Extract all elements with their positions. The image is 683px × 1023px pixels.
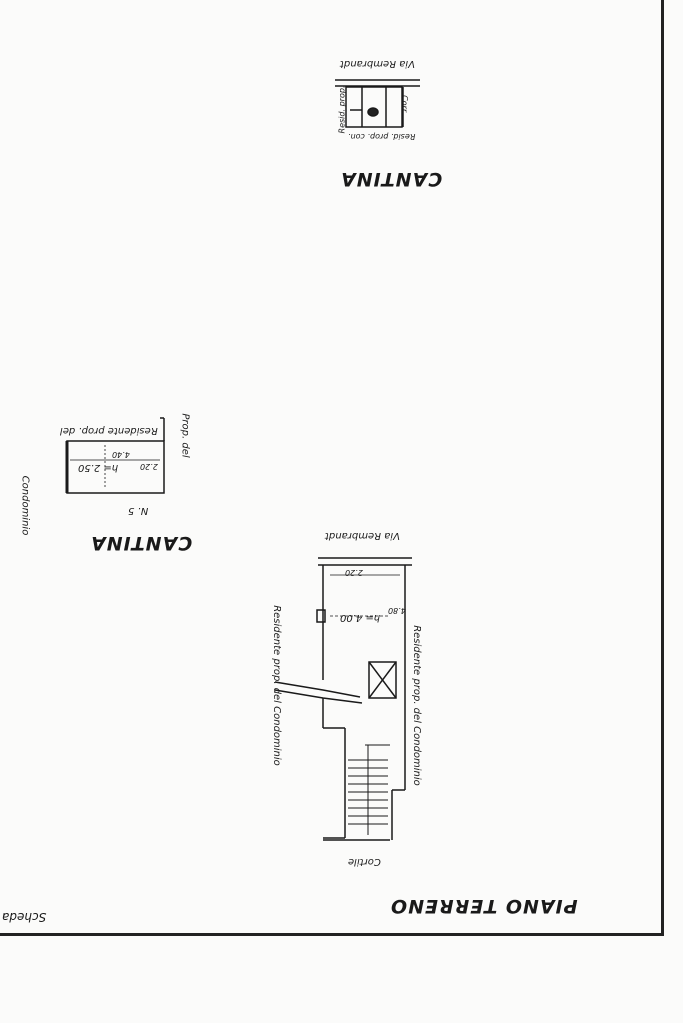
dim-bottom-b-label: 2.20 <box>345 568 363 577</box>
corr-top-label: Corr. <box>399 95 409 114</box>
via-top-label: Via Rembrandt <box>340 58 415 69</box>
resid-top-label: Resid. prop. con. <box>348 132 416 141</box>
h-bottom-label: h= 4.00 <box>340 612 381 623</box>
cond-mid-label: Condominio <box>19 475 31 536</box>
dim-mid-a-label: 4.40 <box>112 450 130 459</box>
dim-bottom-a-label: 4.80 <box>388 606 406 615</box>
resid-mid-label: Residente prop. del <box>60 425 158 436</box>
resid-right-bottom-label: Residente prop. del Condominio <box>410 625 422 786</box>
cantina-top-title: CANTINA <box>340 168 443 190</box>
cantina-mid-plan <box>65 417 165 494</box>
scheda-label: Scheda <box>2 910 47 924</box>
cantina-top-plan <box>335 79 420 128</box>
resid-left-bottom-label: Residente prop. del Condominio <box>270 605 282 766</box>
sheet-border-bottom <box>0 933 664 936</box>
sheet-border-right <box>661 0 664 935</box>
piano-terreno-title: PIANO TERRENO <box>390 895 578 917</box>
cortile-label: Cortile <box>348 856 381 867</box>
resid-prop-top-label: Resid. prop. <box>337 85 347 134</box>
n5-label: N. 5 <box>128 505 149 516</box>
h-mid-label: h= 2.50 <box>78 462 119 473</box>
prop-mid-label: Prop. del <box>179 413 191 458</box>
cantina-mid-title: CANTINA <box>90 532 193 554</box>
via-bottom-label: Via Rembrandt <box>325 530 400 541</box>
piano-terreno-plan <box>274 557 412 841</box>
dim-mid-b-label: 2.20 <box>140 462 158 471</box>
